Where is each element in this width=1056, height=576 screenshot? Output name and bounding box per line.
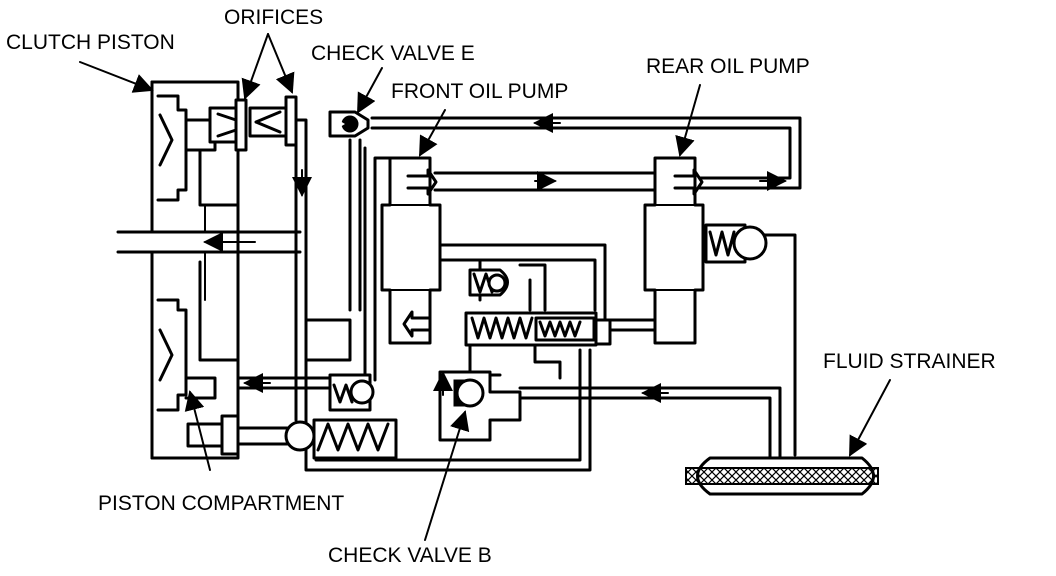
- label-rear-oil-pump: REAR OIL PUMP: [646, 55, 810, 78]
- fluid-strainer: [685, 456, 879, 496]
- orifices: [208, 95, 298, 152]
- label-check-valve-b: CHECK VALVE B: [328, 544, 492, 567]
- leader-lines: [79, 33, 891, 541]
- front-oil-pump: [380, 156, 442, 345]
- rear-relief-valve: [704, 223, 768, 264]
- oil-passages: [236, 113, 802, 472]
- label-check-valve-e: CHECK VALVE E: [311, 42, 475, 65]
- lower-ball-valve: [186, 414, 398, 460]
- valve-body: [438, 243, 612, 380]
- rear-oil-pump: [608, 156, 705, 345]
- label-front-oil-pump: FRONT OIL PUMP: [391, 80, 568, 103]
- label-clutch-piston: CLUTCH PISTON: [6, 31, 175, 54]
- label-orifices: ORIFICES: [224, 6, 323, 29]
- check-valve-e: [328, 110, 370, 138]
- label-piston-compartment: PISTON COMPARTMENT: [98, 492, 344, 515]
- left-check-valve: [328, 373, 375, 412]
- check-valve-b: [433, 370, 522, 442]
- label-fluid-strainer: FLUID STRAINER: [823, 350, 996, 373]
